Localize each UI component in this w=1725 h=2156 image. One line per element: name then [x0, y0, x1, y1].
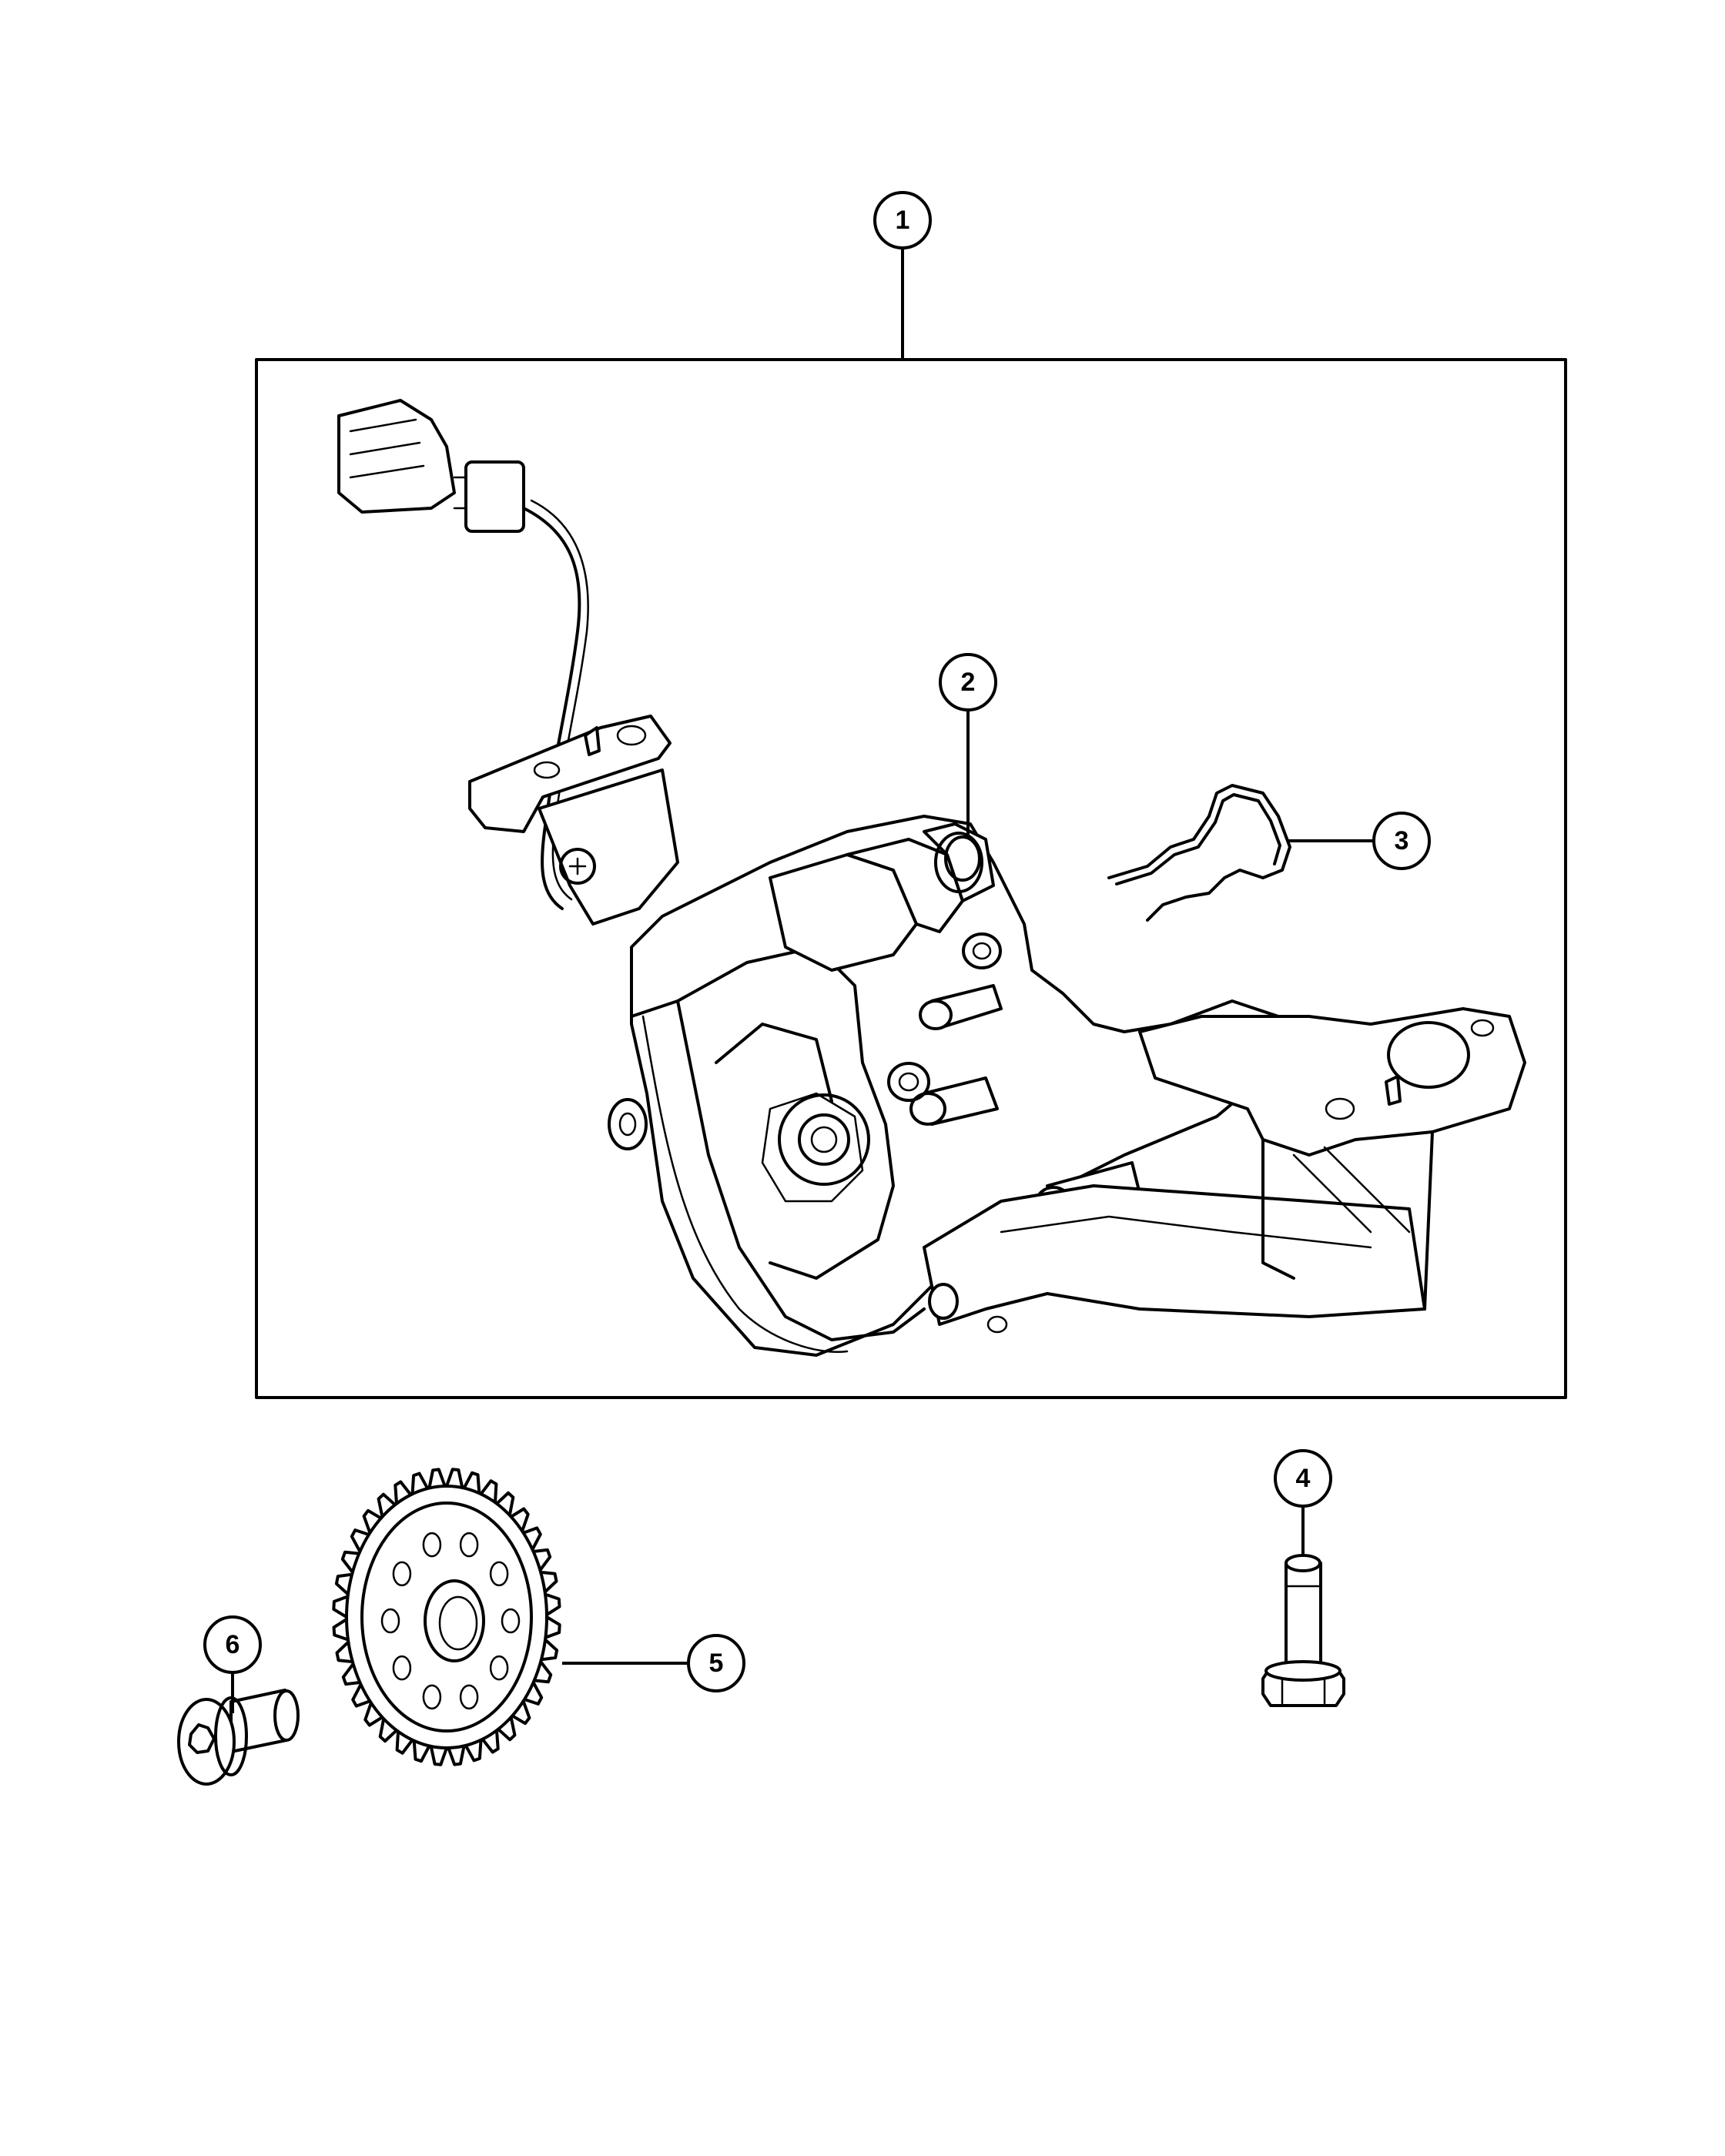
callout-5: 5 — [687, 1634, 745, 1692]
oil-pump-assembly-icon — [337, 399, 1526, 1357]
callout-label-4: 4 — [1296, 1464, 1311, 1493]
callout-label-2: 2 — [961, 668, 976, 697]
gear-hole — [422, 1684, 442, 1710]
gear-hole — [489, 1655, 509, 1681]
callout-3: 3 — [1372, 812, 1431, 870]
flange-bolt-icon — [1261, 1554, 1345, 1707]
sprocket-gear-icon — [332, 1468, 561, 1766]
assembly-frame — [255, 358, 1567, 1399]
gear-hole — [422, 1532, 442, 1558]
gear-hole — [489, 1561, 509, 1587]
torx-screw-icon — [177, 1689, 300, 1786]
callout-1: 1 — [873, 191, 932, 249]
gear-hole — [380, 1608, 400, 1634]
callout-label-3: 3 — [1395, 826, 1409, 855]
callout-6: 6 — [203, 1615, 262, 1674]
callout-2: 2 — [939, 653, 997, 711]
retaining-clip-icon — [1107, 784, 1291, 922]
o-ring-seal-icon — [944, 835, 981, 882]
callout-label-1: 1 — [896, 206, 910, 235]
gear-hole — [392, 1561, 412, 1587]
gear-hole — [459, 1532, 479, 1558]
callout-label-5: 5 — [709, 1649, 724, 1678]
callout-4: 4 — [1274, 1449, 1332, 1508]
callout-label-6: 6 — [226, 1630, 240, 1659]
gear-hole — [459, 1684, 479, 1710]
gear-hole — [501, 1608, 521, 1634]
gear-hole — [392, 1655, 412, 1681]
